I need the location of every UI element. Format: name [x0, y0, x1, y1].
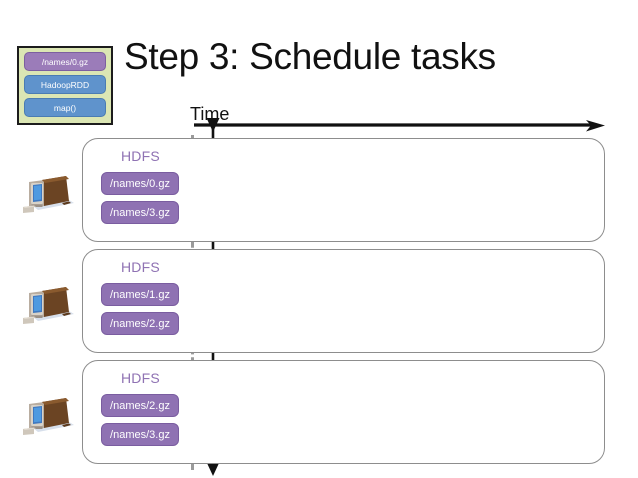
node-panel: HDFS /names/1.gz /names/2.gz [82, 249, 605, 353]
node-panel: HDFS /names/0.gz /names/3.gz [82, 138, 605, 242]
legend-item-map: map() [24, 98, 106, 117]
desktop-computer-icon [23, 176, 74, 213]
hdfs-block-chip[interactable]: /names/0.gz [101, 172, 179, 195]
time-axis-arrow [194, 120, 605, 132]
time-axis-label: Time [190, 104, 230, 124]
node-panel: HDFS /names/2.gz /names/3.gz [82, 360, 605, 464]
hdfs-label: HDFS [121, 370, 160, 386]
hdfs-block-chip[interactable]: /names/2.gz [101, 312, 179, 335]
hdfs-block-chip[interactable]: /names/3.gz [101, 201, 179, 224]
rdd-lineage-legend: /names/0.gz HadoopRDD map() [17, 46, 113, 125]
legend-item-hdfs-block: /names/0.gz [24, 52, 106, 71]
hdfs-block-chip[interactable]: /names/1.gz [101, 283, 179, 306]
legend-item-hadooprdd: HadoopRDD [24, 75, 106, 94]
hdfs-block-chip[interactable]: /names/2.gz [101, 394, 179, 417]
page-title: Step 3: Schedule tasks [124, 36, 496, 77]
hdfs-label: HDFS [121, 259, 160, 275]
hdfs-label: HDFS [121, 148, 160, 164]
hdfs-block-chip[interactable]: /names/3.gz [101, 423, 179, 446]
desktop-computer-icon [23, 287, 74, 324]
desktop-computer-icon [23, 398, 74, 435]
